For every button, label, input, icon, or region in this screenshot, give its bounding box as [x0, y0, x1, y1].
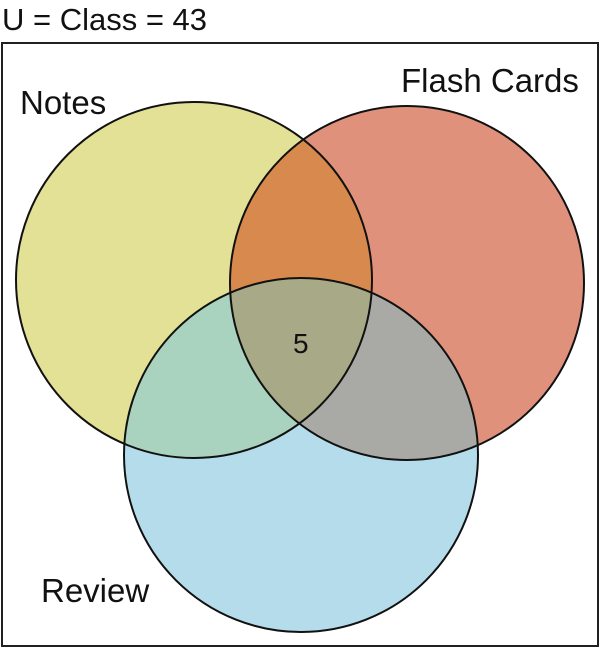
universe-label: U = Class = 43	[2, 2, 207, 37]
notes-circle-outline	[15, 101, 373, 459]
review-label: Review	[41, 572, 149, 609]
flash-cards-label: Flash Cards	[401, 62, 579, 99]
flash-cards-circle-outline	[229, 105, 585, 461]
review-circle-outline	[123, 277, 479, 633]
universe-box	[1, 42, 599, 647]
notes-label: Notes	[20, 84, 106, 121]
all-three-count: 5	[293, 328, 309, 359]
